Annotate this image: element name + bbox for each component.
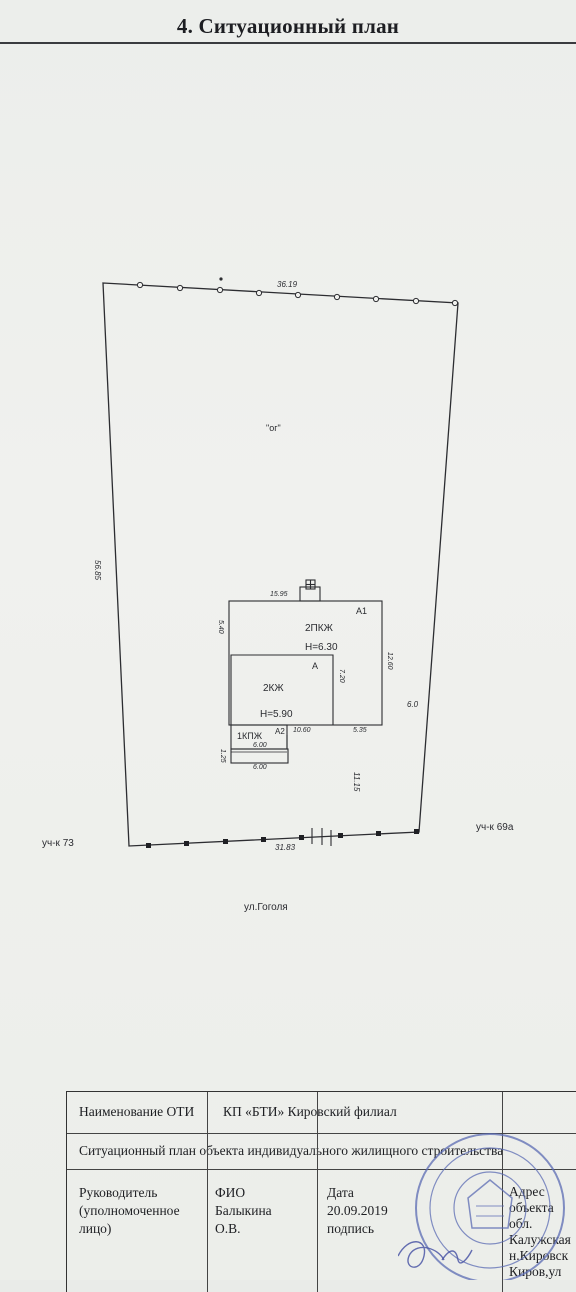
gate-marker	[311, 828, 332, 846]
top-fence-markers	[136, 281, 459, 307]
label-a1: А1	[356, 606, 368, 616]
neighbor-right: уч-к 69а	[476, 822, 514, 833]
bottom-dimension: 31.83	[275, 843, 296, 852]
right-offset: 6.0	[407, 700, 419, 709]
label-middle-height: Н=5.90	[260, 709, 293, 720]
street-name: ул.Гоголя	[244, 902, 288, 913]
building-a	[230, 654, 334, 725]
dim-small-left: 1.25	[219, 749, 226, 763]
top-dimension: 36.19	[277, 280, 298, 289]
address-line1: Адрес	[509, 1184, 545, 1199]
address-line2: объекта	[509, 1200, 554, 1215]
yard-label: "ог"	[266, 423, 281, 433]
lower-offset: 11.15	[352, 772, 361, 792]
dim-top: 15.95	[270, 591, 288, 598]
label-a: А	[312, 661, 319, 671]
address-line5: н.Кировск	[509, 1248, 569, 1263]
manager-line2: (уполномоченное	[79, 1203, 180, 1218]
signature	[398, 1241, 473, 1268]
building	[228, 579, 383, 764]
bottom-fence-markers	[146, 829, 419, 848]
dim-mid: 10.60	[293, 727, 311, 734]
survey-point	[219, 277, 223, 281]
label-upper-height: Н=6.30	[305, 642, 338, 653]
official-stamp	[398, 1133, 565, 1280]
cell-date: Дата 20.09.2019 подпись	[317, 1092, 503, 1292]
signature-label: подпись	[327, 1221, 375, 1236]
title-underline	[0, 42, 576, 44]
building-a1	[228, 600, 383, 726]
page-title: 4. Ситуационный план	[176, 14, 400, 38]
info-row-description: Ситуационный план объекта индивидуальног…	[67, 1133, 576, 1170]
dim-inner: 7.20	[338, 669, 345, 683]
name-line1: ФИО	[215, 1185, 246, 1200]
label-a2: А2	[275, 727, 285, 736]
cell-name: ФИО Балыкина О.В.	[207, 1092, 318, 1292]
label-middle-floor: 2КЖ	[263, 683, 284, 694]
manager-line3: лицо)	[79, 1221, 112, 1236]
left-dimension: 56.85	[93, 560, 102, 581]
dim-bottom: 6.00	[253, 764, 267, 771]
info-row-organization: Наименование ОТИ КП «БТИ» Кировский фили…	[67, 1092, 576, 1134]
info-table: Наименование ОТИ КП «БТИ» Кировский фили…	[66, 1091, 576, 1292]
dim-right: 12.60	[386, 652, 393, 670]
label-upper-floor: 2ПКЖ	[305, 623, 333, 634]
date-label: Дата	[327, 1185, 354, 1200]
label-lower-floor: 1КПЖ	[237, 731, 263, 741]
organization-label: Наименование ОТИ	[79, 1104, 195, 1119]
site-plan-drawing	[102, 277, 459, 848]
dim-a2-width: 6.00	[253, 742, 267, 749]
address-line3: обл.	[509, 1216, 533, 1231]
manager-line1: Руководитель	[79, 1185, 158, 1200]
name-line3: О.В.	[215, 1221, 241, 1236]
date-value: 20.09.2019	[327, 1203, 388, 1218]
building-porch	[230, 748, 289, 764]
organization-value: КП «БТИ» Кировский филиал	[223, 1104, 397, 1119]
plan-description: Ситуационный план объекта индивидуальног…	[79, 1143, 504, 1158]
dim-right-bottom: 5.35	[353, 727, 367, 734]
name-line2: Балыкина	[215, 1203, 272, 1218]
dim-left: 5.40	[217, 620, 224, 634]
cell-manager: Руководитель (уполномоченное лицо)	[67, 1092, 208, 1292]
plot-boundary	[102, 282, 459, 847]
neighbor-left: уч-к 73	[42, 838, 74, 849]
